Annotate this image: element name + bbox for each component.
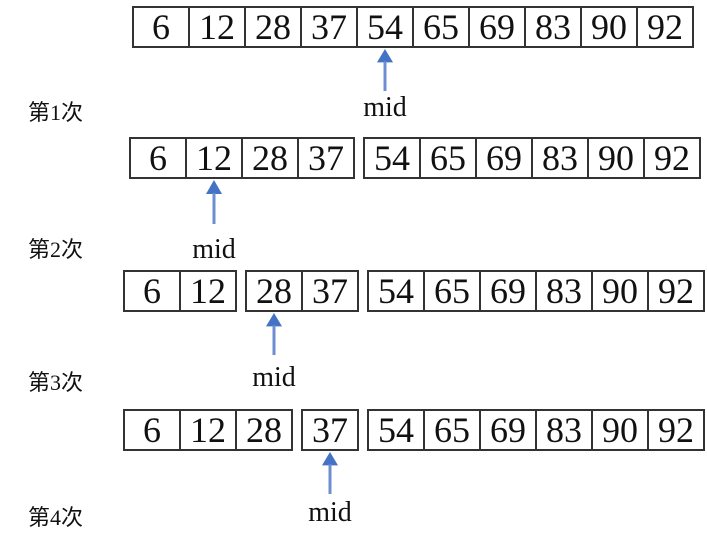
mid-arrow-up-icon <box>206 180 222 224</box>
array-cell: 54 <box>378 271 414 311</box>
step-label-4: 第4次 <box>28 505 84 530</box>
array-segment: 6 12 28 <box>123 409 293 451</box>
array-cell: 92 <box>643 139 699 177</box>
array-segment: 6 12 28 37 54 65 69 83 90 92 <box>132 6 694 48</box>
mid-label: mid <box>363 92 407 123</box>
array-cell: 69 <box>479 411 535 449</box>
array-cell: 37 <box>301 272 357 310</box>
array-segment: 54 65 69 83 90 92 <box>363 137 701 179</box>
array-cell: 83 <box>535 272 591 310</box>
array-segment: 28 37 <box>245 270 359 312</box>
array-cell: 37 <box>312 410 348 450</box>
mid-label: mid <box>308 497 352 528</box>
array-segment: 6 12 <box>123 270 237 312</box>
array-cell: 12 <box>179 272 235 310</box>
step-label-2: 第2次 <box>28 237 84 262</box>
mid-arrow-up-icon <box>377 49 393 91</box>
array-cell: 92 <box>647 272 703 310</box>
array-cell: 65 <box>412 8 468 46</box>
mid-arrow-up-icon <box>322 452 338 494</box>
array-cell: 54 <box>378 410 414 450</box>
array-cell: 90 <box>591 411 647 449</box>
array-cell: 65 <box>423 272 479 310</box>
array-cell: 6 <box>143 271 161 311</box>
mid-arrow-up-icon <box>266 313 282 355</box>
array-cell: 28 <box>256 271 292 311</box>
array-segment: 54 65 69 83 90 92 <box>367 270 705 312</box>
array-cell: 37 <box>300 8 356 46</box>
array-cell: 69 <box>475 139 531 177</box>
array-cell: 65 <box>423 411 479 449</box>
array-row-2: 6 12 28 37 54 65 69 83 90 92 <box>129 137 701 179</box>
array-cell: 92 <box>647 411 703 449</box>
array-row-3: 6 12 28 37 54 65 69 83 90 92 <box>123 270 705 312</box>
step-label-1: 第1次 <box>28 100 84 125</box>
array-cell: 12 <box>188 8 244 46</box>
array-cell: 28 <box>244 8 300 46</box>
array-cell: 69 <box>468 8 524 46</box>
array-cell: 6 <box>152 7 170 47</box>
array-cell: 6 <box>149 138 167 178</box>
array-row-4: 6 12 28 37 54 65 69 83 90 92 <box>123 409 705 451</box>
array-cell: 12 <box>179 411 235 449</box>
array-cell: 90 <box>591 272 647 310</box>
array-segment: 54 65 69 83 90 92 <box>367 409 705 451</box>
array-cell: 90 <box>580 8 636 46</box>
array-cell: 69 <box>479 272 535 310</box>
array-segment: 6 12 28 37 <box>129 137 355 179</box>
array-cell: 28 <box>241 139 297 177</box>
array-cell: 83 <box>535 411 591 449</box>
array-row-1: 6 12 28 37 54 65 69 83 90 92 <box>132 6 694 48</box>
array-cell: 37 <box>297 139 353 177</box>
array-cell: 54 <box>356 8 412 46</box>
step-label-3: 第3次 <box>28 370 84 395</box>
array-cell: 12 <box>185 139 241 177</box>
array-cell: 28 <box>235 411 291 449</box>
array-cell: 6 <box>143 410 161 450</box>
array-cell: 92 <box>636 8 692 46</box>
array-cell: 65 <box>419 139 475 177</box>
mid-label: mid <box>252 362 296 393</box>
array-cell: 90 <box>587 139 643 177</box>
array-cell: 54 <box>374 138 410 178</box>
array-cell: 83 <box>524 8 580 46</box>
array-segment: 37 <box>301 409 359 451</box>
array-cell: 83 <box>531 139 587 177</box>
mid-label: mid <box>192 234 236 265</box>
